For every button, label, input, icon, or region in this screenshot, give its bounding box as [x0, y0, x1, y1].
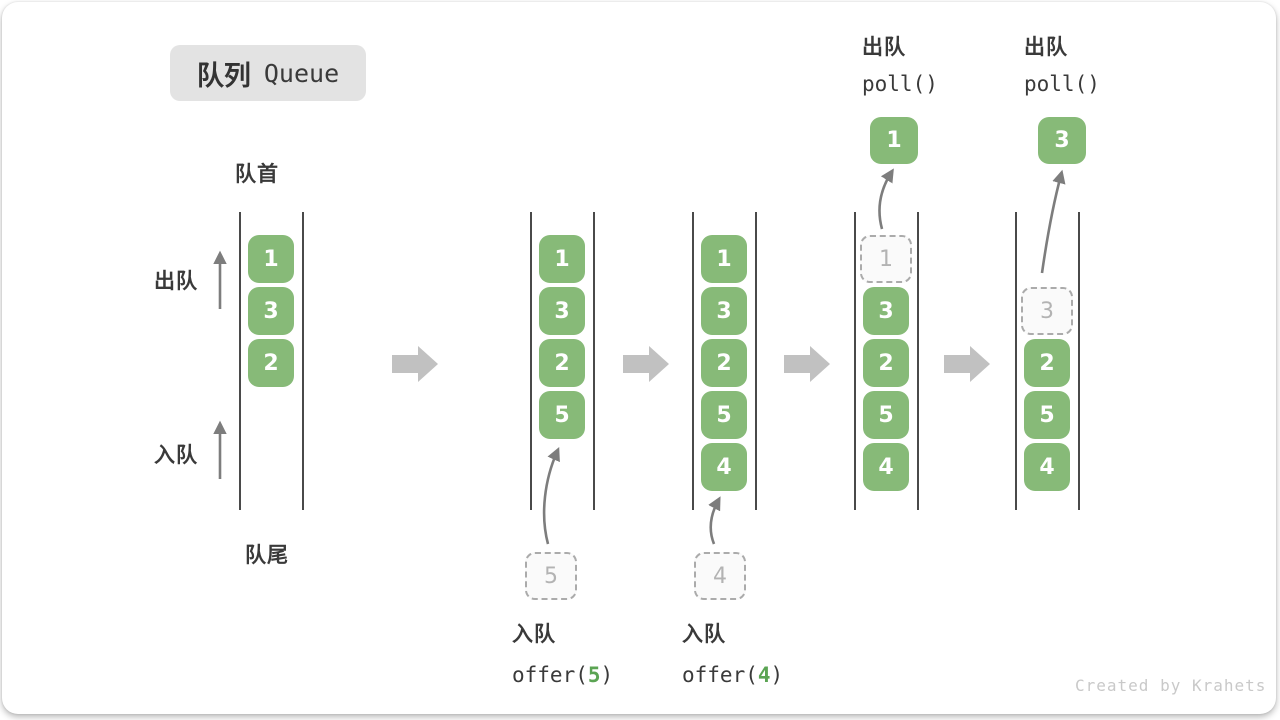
polled-block-1: 1: [870, 117, 918, 164]
queue-state-4: 1 3 2 5 4: [854, 212, 919, 510]
queue-block: 5: [701, 391, 747, 439]
step-arrow-icon: [623, 346, 669, 382]
op-offer-1-arg: 5: [587, 663, 601, 687]
step-arrow-icon: [392, 346, 438, 382]
queue-ghost-block: 3: [1021, 287, 1073, 335]
queue-block: 2: [539, 339, 585, 387]
queue-block: 4: [1024, 443, 1070, 491]
queue-block: 5: [1024, 391, 1070, 439]
queue-block: 3: [539, 287, 585, 335]
op-offer-2: 入队 offer(4): [682, 615, 783, 695]
op-poll-2-zh: 出队: [1024, 36, 1068, 59]
title-badge: 队列 Queue: [170, 45, 366, 101]
queue-block: 5: [539, 391, 585, 439]
queue-block: 3: [701, 287, 747, 335]
polled-block-2: 3: [1038, 117, 1086, 164]
op-poll-2: 出队 poll(): [1024, 29, 1100, 103]
queue-state-3: 1 3 2 5 4: [692, 212, 757, 510]
op-offer-1-fn: offer(5): [512, 663, 614, 687]
queue-block: 2: [701, 339, 747, 387]
queue-block: 2: [248, 339, 294, 387]
watermark: Created by Krahets: [1075, 676, 1267, 695]
queue-ghost-block: 1: [860, 235, 912, 283]
label-enqueue: 入队: [154, 444, 198, 467]
incoming-block-4: 4: [694, 552, 746, 600]
queue-block: 1: [539, 235, 585, 283]
queue-block: 2: [1024, 339, 1070, 387]
queue-block: 3: [248, 287, 294, 335]
op-poll-1: 出队 poll(): [862, 29, 938, 103]
queue-state-5: 3 2 5 4: [1015, 212, 1080, 510]
op-poll-1-fn: poll(): [862, 72, 938, 96]
queue-block: 3: [863, 287, 909, 335]
op-offer-2-fn: offer(4): [682, 663, 784, 687]
title-en: Queue: [263, 58, 340, 88]
op-offer-2-zh: 入队: [682, 623, 726, 646]
op-poll-1-zh: 出队: [862, 36, 906, 59]
label-queue-front: 队首: [235, 163, 279, 186]
step-arrow-icon: [944, 346, 990, 382]
queue-block: 1: [701, 235, 747, 283]
title-zh: 队列: [196, 60, 251, 91]
op-offer-1-zh: 入队: [512, 623, 556, 646]
label-queue-rear: 队尾: [245, 544, 289, 567]
queue-block: 2: [863, 339, 909, 387]
queue-block: 5: [863, 391, 909, 439]
label-dequeue: 出队: [154, 270, 198, 293]
op-offer-1: 入队 offer(5): [512, 615, 613, 695]
op-poll-2-fn: poll(): [1024, 72, 1100, 96]
queue-block: 4: [863, 443, 909, 491]
queue-block: 1: [248, 235, 294, 283]
queue-state-1: 1 3 2: [239, 212, 304, 510]
incoming-block-5: 5: [525, 552, 577, 600]
op-offer-2-arg: 4: [757, 663, 771, 687]
queue-state-2: 1 3 2 5: [530, 212, 595, 510]
step-arrow-icon: [784, 346, 830, 382]
queue-block: 4: [701, 443, 747, 491]
